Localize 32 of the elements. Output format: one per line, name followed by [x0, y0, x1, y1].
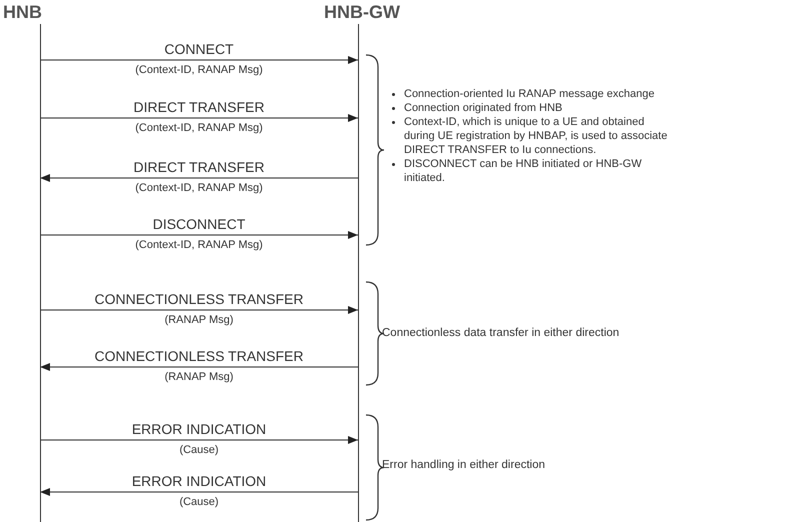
message-arrow	[40, 56, 358, 64]
lifeline-header: HNB-GW	[324, 2, 400, 23]
message-name: CONNECT	[164, 41, 234, 57]
message-parameters: (Context-ID, RANAP Msg)	[135, 182, 263, 194]
message-arrow	[40, 306, 358, 314]
message-parameters: (Context-ID, RANAP Msg)	[135, 122, 263, 134]
message-arrow	[40, 488, 358, 496]
lifeline-header: HNB	[3, 2, 42, 23]
bullet-item: Connection originated from HNB	[404, 101, 676, 115]
bullet-item: DISCONNECT can be HNB initiated or HNB-GW initiated.	[404, 157, 676, 185]
message-parameters: (Cause)	[179, 444, 219, 456]
note-text: Connectionless data transfer in either direction	[382, 326, 620, 340]
message-name: DIRECT TRANSFER	[134, 159, 264, 175]
message-name: DIRECT TRANSFER	[134, 99, 264, 115]
message-arrow	[40, 363, 358, 371]
message-name: CONNECTIONLESS TRANSFER	[94, 291, 304, 307]
message-arrow	[40, 231, 358, 239]
message-arrow	[40, 114, 358, 122]
message-parameters: (Context-ID, RANAP Msg)	[135, 64, 263, 76]
message-name: CONNECTIONLESS TRANSFER	[94, 348, 304, 364]
message-name: DISCONNECT	[152, 216, 246, 232]
message-parameters: (Context-ID, RANAP Msg)	[135, 239, 263, 251]
note-text: Error handling in either direction	[382, 458, 546, 472]
message-arrow	[40, 436, 358, 444]
bullet-item: Connection-oriented Iu RANAP message exchange	[404, 87, 676, 101]
message-parameters: (RANAP Msg)	[164, 371, 234, 383]
message-name: ERROR INDICATION	[132, 421, 266, 437]
message-parameters: (Cause)	[179, 496, 219, 508]
message-name: ERROR INDICATION	[132, 473, 266, 489]
message-arrow	[40, 174, 358, 182]
bullet-item: Context-ID, which is unique to a UE and obtained during UE registration by HNBAP, is used to associate DIRECT TRANSFER to Iu connections.	[404, 115, 676, 157]
message-parameters: (RANAP Msg)	[164, 314, 234, 326]
